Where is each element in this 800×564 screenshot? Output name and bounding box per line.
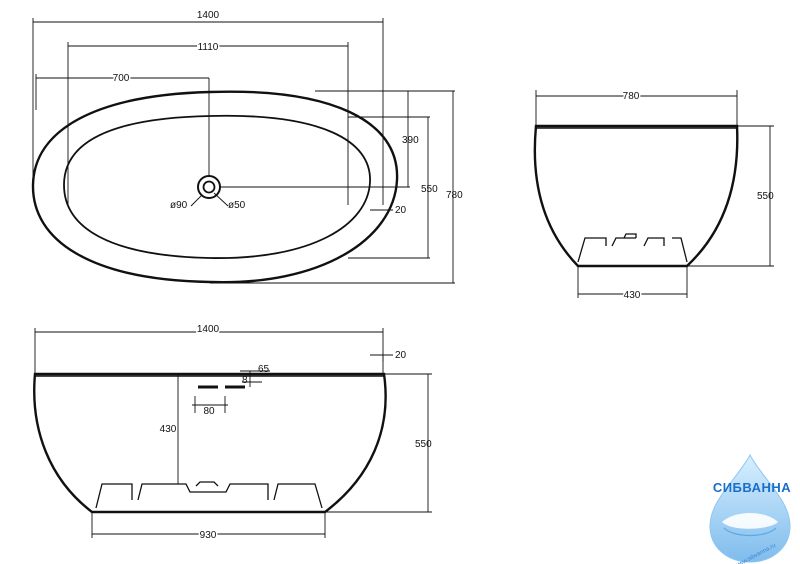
side-view-shell (533, 124, 739, 268)
dim-side-base-width: 430 (624, 290, 641, 301)
dim-top-drain-inner-dia: ø50 (228, 200, 246, 211)
dim-top-inner-width: 550 (421, 184, 438, 195)
top-view-drain-outer (197, 175, 221, 199)
dim-top-overall-width: 780 (446, 190, 463, 201)
dim-top-drain-offset: 700 (113, 73, 130, 84)
front-view-shell (33, 372, 387, 514)
water-drop-icon (709, 453, 791, 563)
top-view-inner-basin (63, 114, 371, 259)
dim-top-inner-length: 1110 (198, 42, 219, 53)
dim-front-base-length: 930 (200, 530, 217, 541)
top-view-drain-inner (202, 180, 216, 194)
dim-top-rim: 20 (395, 205, 407, 216)
dim-side-width: 780 (623, 91, 640, 102)
dim-front-overflow-height: 430 (160, 424, 177, 435)
front-view: 1400 20 65 8 80 430 550 930 (33, 323, 432, 543)
dim-top-overall-length: 1400 (197, 10, 220, 21)
dim-front-overflow-offset: 65 (258, 364, 270, 375)
top-view-outer-rim (31, 90, 399, 284)
dim-front-overflow-width: 80 (203, 406, 215, 417)
dim-top-drain-outer-dia: ø90 (170, 200, 188, 211)
dim-front-height: 550 (415, 439, 432, 450)
top-view: 1400 1110 700 390 550 780 20 ø90 ø50 (31, 10, 463, 284)
brand-logo: СИБВАННА www.sibvanna.ru (709, 453, 791, 564)
front-view-base (95, 483, 323, 509)
dim-side-height: 550 (757, 191, 774, 202)
logo-wordmark: СИБВАННА (713, 480, 791, 495)
dim-front-overall-length: 1400 (197, 324, 220, 335)
side-view-base (577, 233, 688, 263)
dim-front-overflow-size: 8 (242, 375, 248, 386)
side-view: 780 550 430 (533, 90, 774, 303)
dim-top-drain-to-edge: 390 (402, 135, 419, 146)
dim-front-rim: 20 (395, 350, 407, 361)
